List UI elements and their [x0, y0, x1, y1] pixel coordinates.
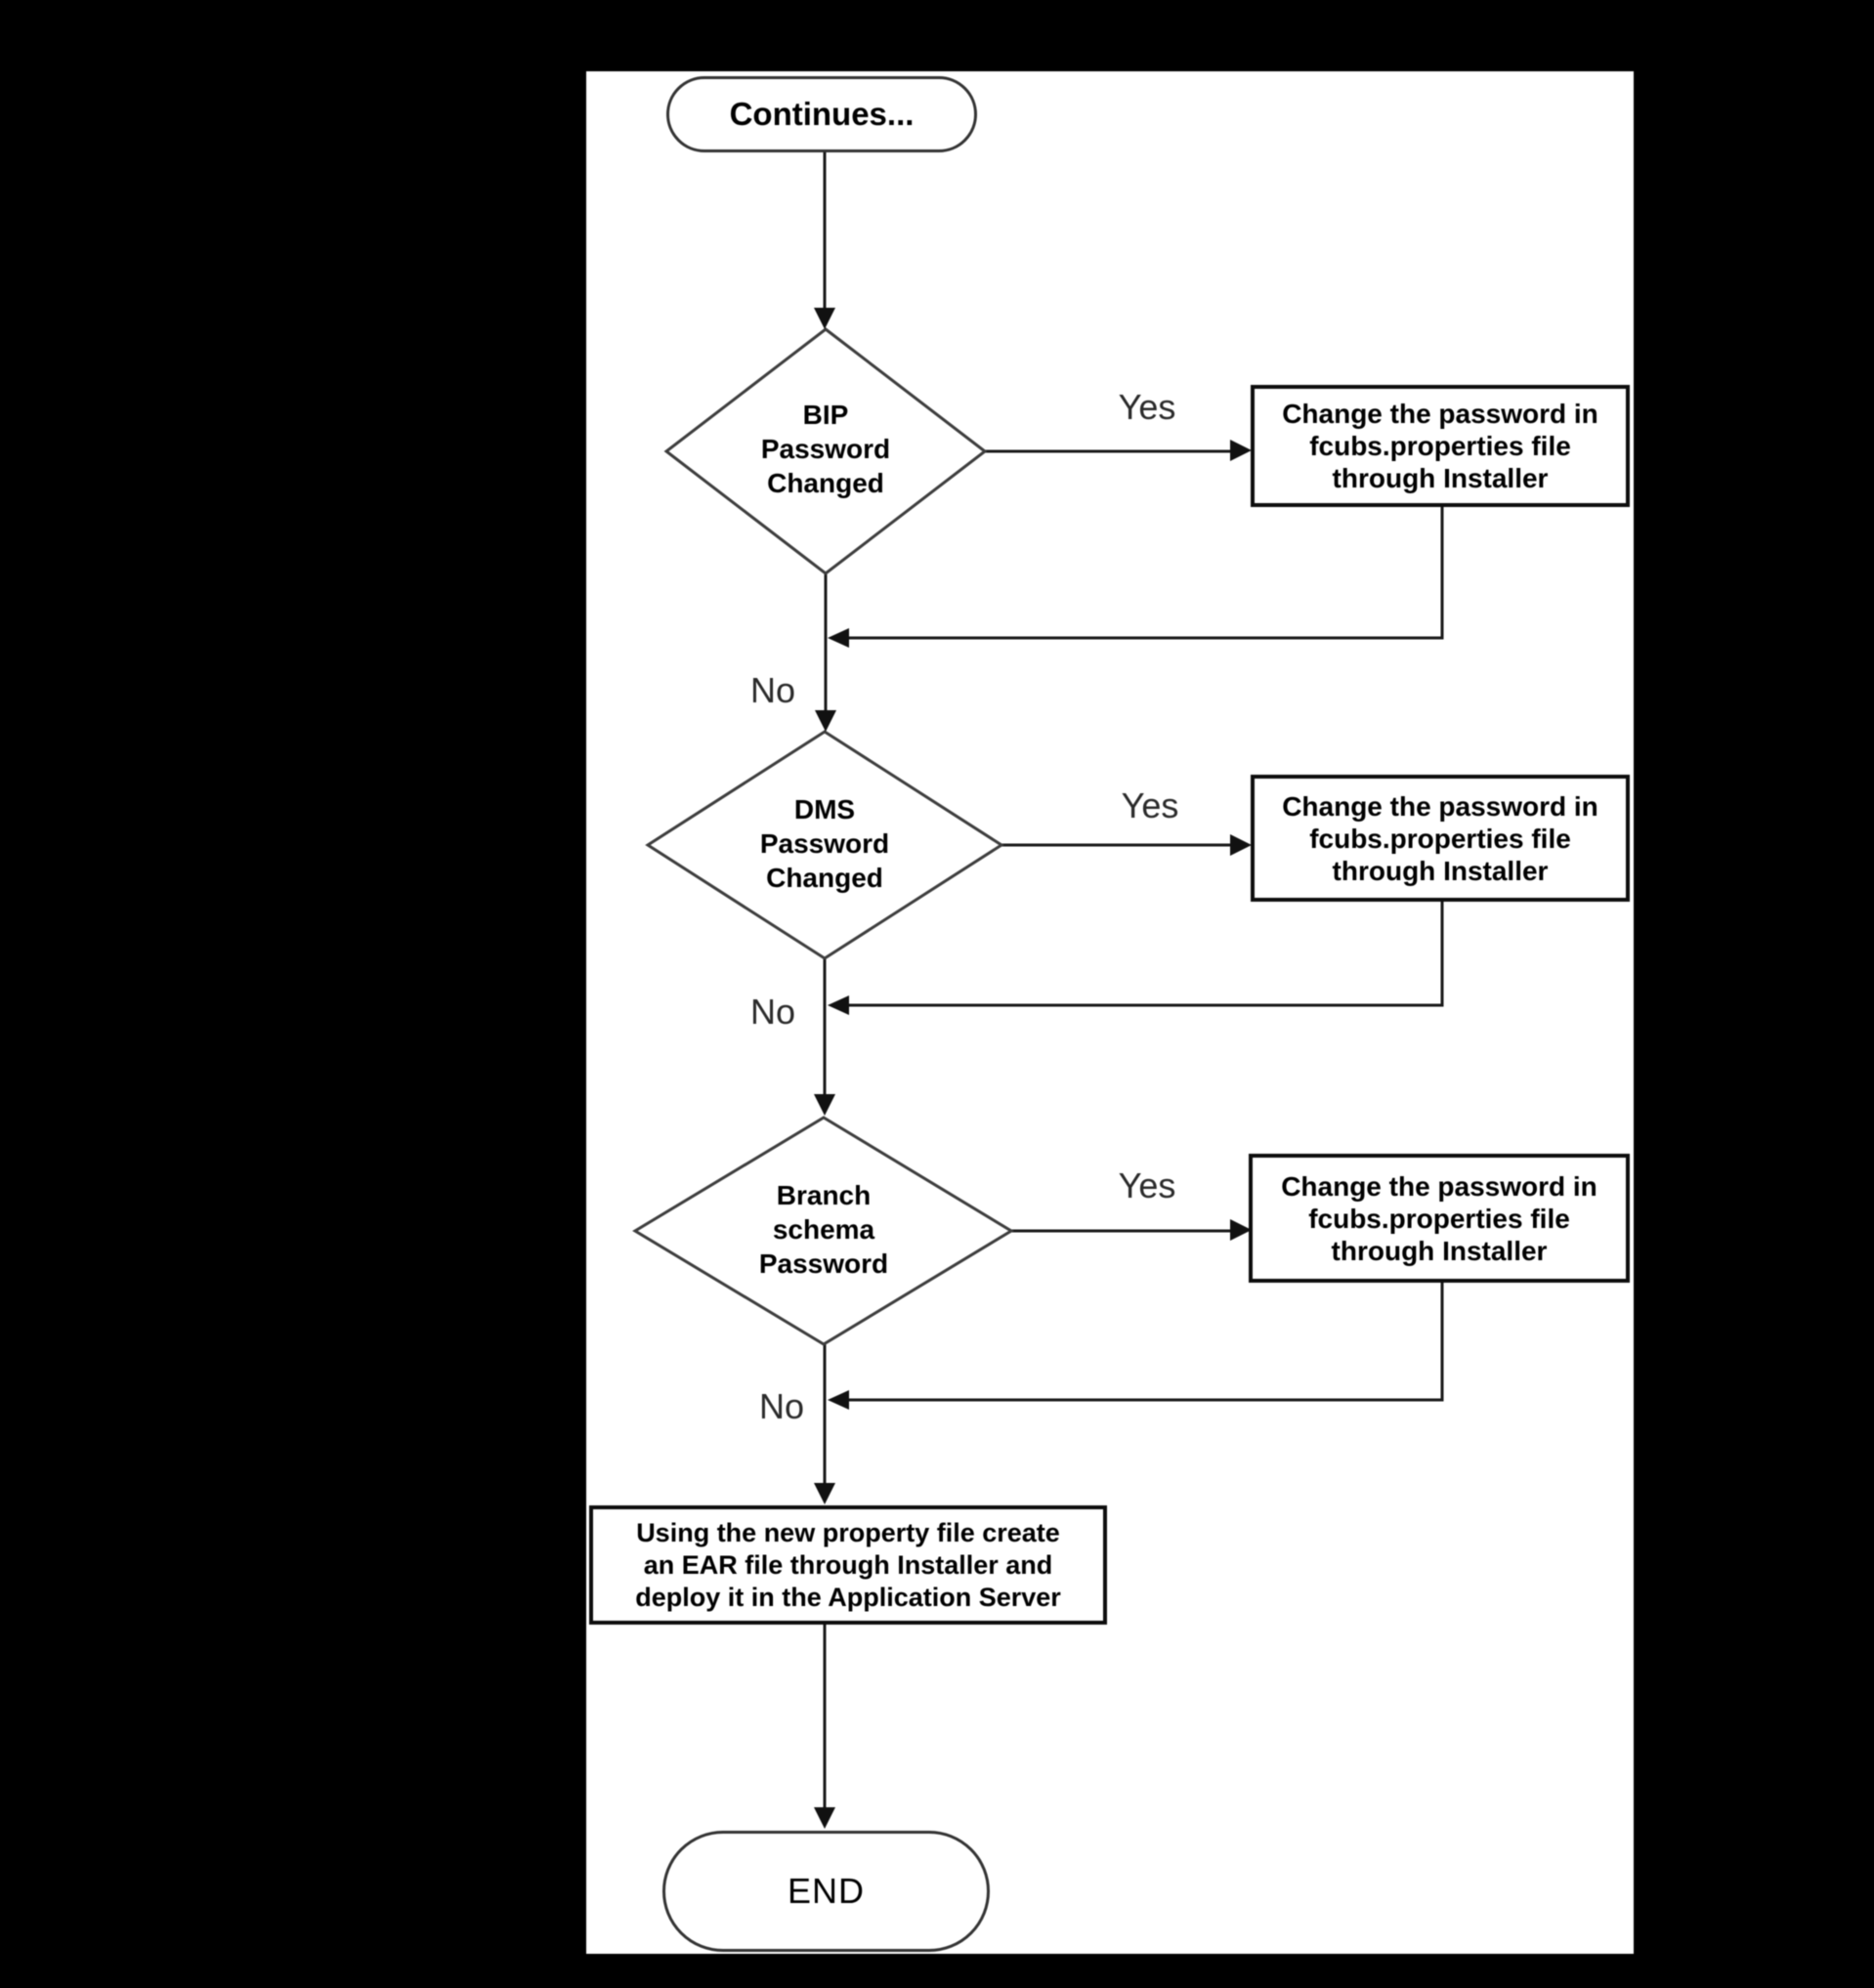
edge-label-yes-1: Yes	[1118, 387, 1176, 427]
decision-bip-password: BIP Password Changed	[679, 398, 972, 500]
decision-line: Password	[758, 1248, 889, 1279]
connector-layer	[632, 152, 1444, 1829]
decision-line: BIP	[802, 400, 849, 430]
decision-line: Changed	[767, 468, 884, 498]
arrowhead-down-icon	[814, 308, 835, 329]
arrowhead-right-icon	[1230, 1219, 1252, 1241]
end-label: END	[787, 1871, 865, 1911]
action-line: through Installer	[1332, 463, 1549, 493]
action-box-branch: Change the password in fcubs.properties …	[1249, 1154, 1630, 1283]
flowchart-canvas: Continues... BIP Password Changed Yes No…	[586, 71, 1634, 1954]
dms-diamond-shape	[645, 730, 1004, 960]
arrowhead-left-icon	[828, 995, 849, 1015]
edge-return-1	[836, 507, 1444, 640]
decision-line: DMS	[793, 794, 856, 825]
branch-diamond-shape	[632, 1116, 1014, 1346]
edge-label-yes-2: Yes	[1121, 785, 1179, 825]
final-line: deploy it in the Application Server	[635, 1582, 1061, 1612]
edge-label-yes-3: Yes	[1118, 1165, 1176, 1205]
edge-return-3	[836, 1283, 1444, 1402]
arrowhead-left-icon	[828, 1390, 849, 1410]
arrowhead-right-icon	[1230, 834, 1252, 856]
end-terminator: END	[662, 1831, 990, 1952]
arrowhead-right-icon	[1230, 440, 1252, 461]
action-line: through Installer	[1331, 1235, 1548, 1266]
decision-line: schema	[772, 1214, 875, 1245]
edge-label-no-3: No	[758, 1386, 805, 1426]
edge-return-2	[836, 902, 1444, 1007]
edge-label-no-1: No	[749, 670, 796, 710]
arrowhead-down-icon	[815, 710, 836, 732]
final-process-box: Using the new property file create an EA…	[589, 1505, 1107, 1625]
action-box-dms: Change the password in fcubs.properties …	[1251, 775, 1630, 902]
bip-diamond-shape	[663, 327, 988, 575]
arrowhead-down-icon	[814, 1094, 835, 1116]
start-terminator: Continues...	[666, 76, 977, 152]
action-line: fcubs.properties file	[1309, 823, 1571, 854]
final-line: Using the new property file create	[636, 1517, 1060, 1547]
action-line: Change the password in	[1282, 790, 1598, 822]
decision-line: Password	[759, 828, 890, 859]
decision-branch-schema-password: Branch schema Password	[677, 1178, 970, 1281]
action-line: fcubs.properties file	[1308, 1203, 1570, 1234]
decision-line: Branch	[776, 1180, 872, 1210]
start-label: Continues...	[729, 96, 915, 132]
final-line: an EAR file through Installer and	[643, 1549, 1053, 1580]
arrowhead-down-icon	[814, 1483, 835, 1504]
action-line: fcubs.properties file	[1309, 431, 1571, 461]
arrowhead-down-icon	[814, 1807, 835, 1829]
action-line: Change the password in	[1281, 1170, 1597, 1202]
decision-dms-password: DMS Password Changed	[678, 792, 971, 895]
action-line: Change the password in	[1282, 399, 1598, 429]
action-box-bip: Change the password in fcubs.properties …	[1251, 385, 1630, 507]
action-line: through Installer	[1332, 855, 1549, 886]
decision-line: Changed	[766, 863, 883, 893]
decision-line: Password	[760, 434, 891, 464]
arrowhead-left-icon	[828, 628, 849, 648]
edge-label-no-2: No	[749, 992, 796, 1032]
